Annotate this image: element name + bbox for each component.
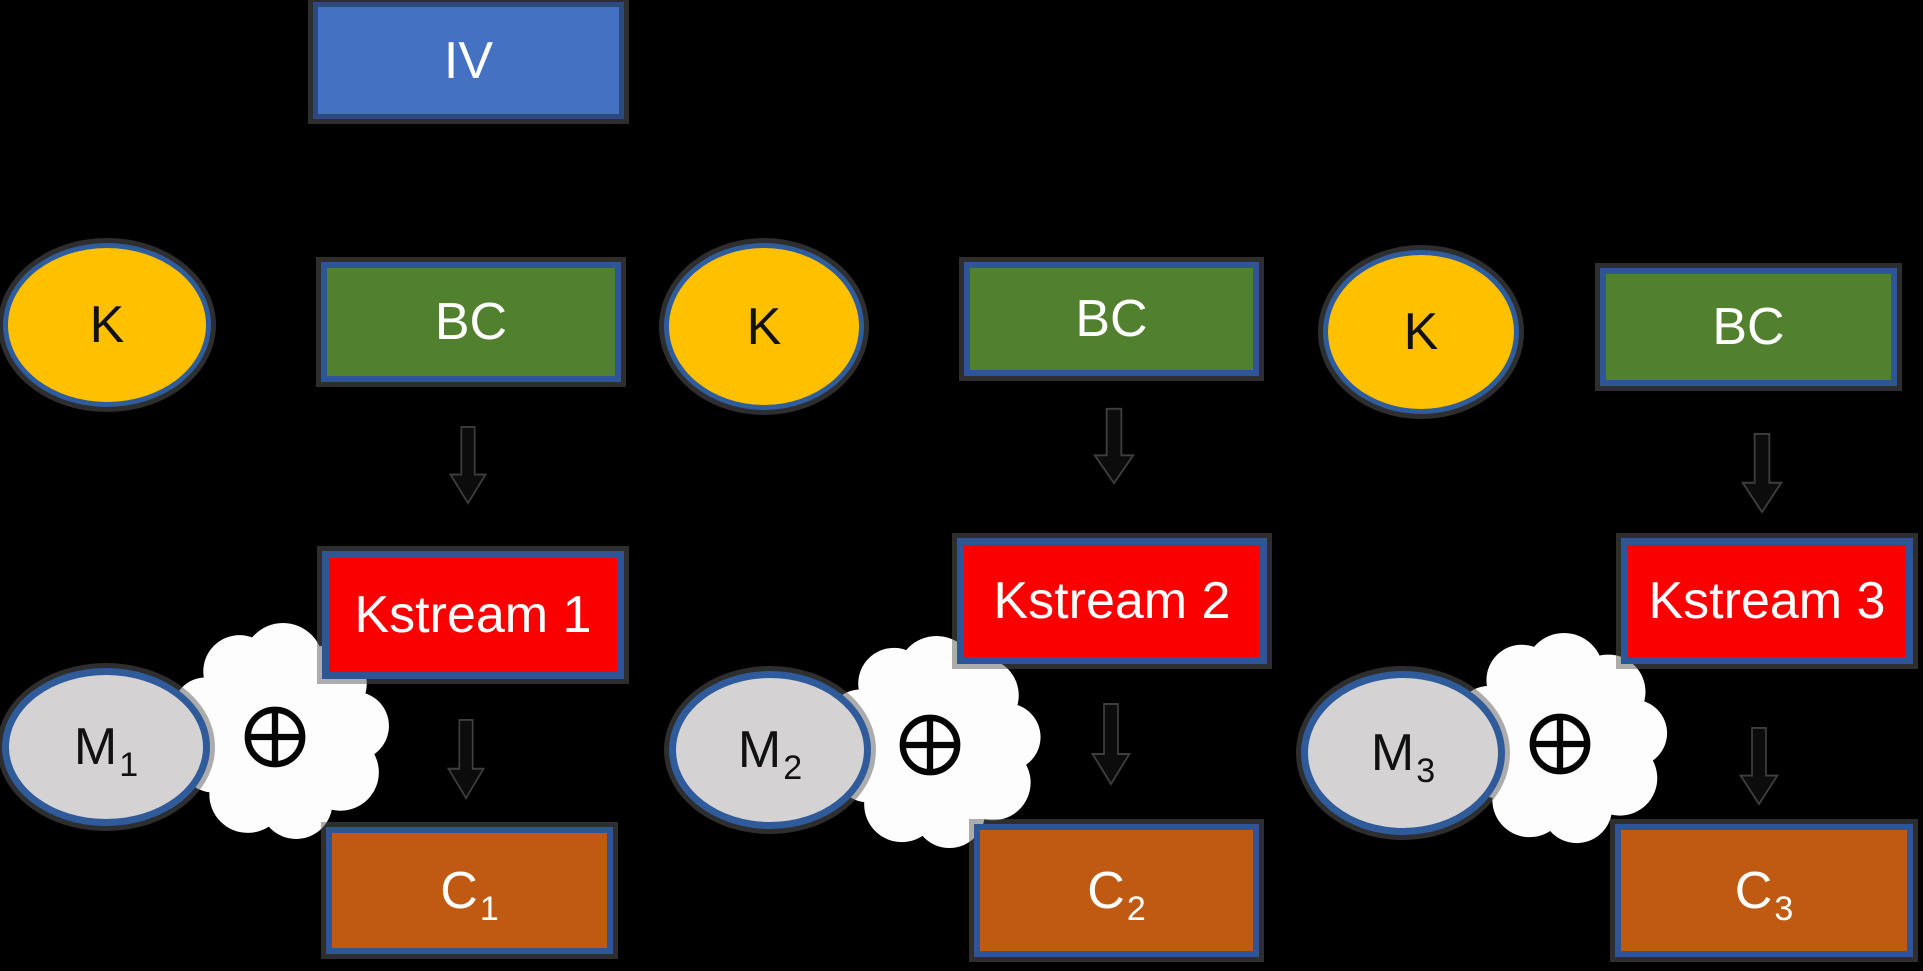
xor-cloud-shape bbox=[1456, 632, 1668, 844]
message-ellipse-2: M2 bbox=[669, 671, 871, 829]
ciphertext-label: C1 bbox=[440, 861, 499, 928]
xor-icon bbox=[244, 706, 306, 768]
iv-box: IV bbox=[313, 2, 624, 119]
kstream-label: Kstream 1 bbox=[354, 586, 592, 644]
ciphertext-label: C3 bbox=[1734, 861, 1794, 928]
ciphertext-subscript: 2 bbox=[1126, 889, 1146, 928]
ciphertext-label: C2 bbox=[1087, 861, 1146, 928]
message-ellipse-3: M3 bbox=[1301, 671, 1505, 835]
key-ellipse-3: K bbox=[1323, 250, 1519, 414]
message-label: M1 bbox=[73, 718, 139, 784]
down-arrow-icon bbox=[1090, 703, 1132, 786]
down-arrow-icon bbox=[448, 425, 488, 505]
xor-icon bbox=[1529, 713, 1591, 775]
block-cipher-box-2: BC bbox=[964, 262, 1259, 376]
block-cipher-box-1: BC bbox=[321, 262, 621, 382]
ciphertext-box-3: C3 bbox=[1615, 824, 1913, 957]
key-label: K bbox=[746, 297, 782, 356]
block-cipher-label: BC bbox=[434, 293, 508, 351]
xor-icon bbox=[899, 714, 961, 776]
message-label: M3 bbox=[1370, 724, 1436, 790]
kstream-label: Kstream 3 bbox=[1648, 572, 1886, 630]
message-subscript: 3 bbox=[1416, 751, 1436, 790]
key-ellipse-2: K bbox=[664, 243, 864, 410]
kstream-box-1: Kstream 1 bbox=[322, 551, 624, 679]
down-arrow-icon bbox=[446, 718, 486, 800]
iv-label: IV bbox=[443, 31, 494, 90]
down-arrow-icon bbox=[1092, 407, 1136, 485]
block-cipher-box-3: BC bbox=[1600, 268, 1897, 386]
key-label: K bbox=[1403, 303, 1439, 361]
message-subscript: 1 bbox=[119, 745, 139, 784]
kstream-box-2: Kstream 2 bbox=[957, 538, 1267, 664]
ciphertext-subscript: 1 bbox=[479, 889, 499, 928]
message-ellipse-1: M1 bbox=[2, 668, 210, 826]
ciphertext-box-2: C2 bbox=[974, 824, 1259, 957]
kstream-label: Kstream 2 bbox=[993, 572, 1231, 630]
down-arrow-icon bbox=[1740, 432, 1784, 514]
kstream-box-3: Kstream 3 bbox=[1621, 538, 1913, 664]
key-ellipse-1: K bbox=[3, 243, 211, 407]
message-subscript: 2 bbox=[783, 748, 803, 787]
key-label: K bbox=[89, 296, 125, 354]
block-cipher-label: BC bbox=[1712, 298, 1785, 356]
ciphertext-box-1: C1 bbox=[326, 827, 613, 954]
block-cipher-label: BC bbox=[1075, 290, 1148, 348]
message-label: M2 bbox=[737, 721, 803, 787]
ciphertext-subscript: 3 bbox=[1774, 889, 1794, 928]
down-arrow-icon bbox=[1738, 726, 1780, 806]
